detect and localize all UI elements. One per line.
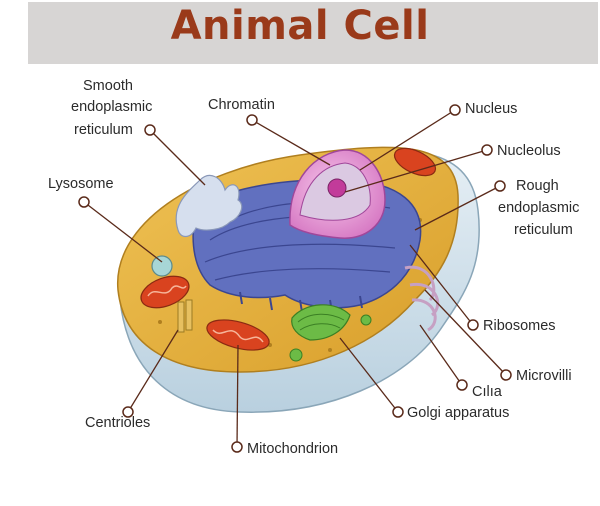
mitochondria-shapes: [140, 147, 437, 351]
label-centrioles: Centrioles: [85, 415, 150, 431]
label-lysosome: Lysosome: [48, 176, 114, 192]
label-rough-er-line1: Rough: [516, 178, 559, 194]
label-nucleus: Nucleus: [465, 101, 517, 117]
label-golgi: Golgi apparatus: [407, 405, 509, 421]
label-smooth-er-line2: endoplasmic: [71, 99, 152, 115]
lysosome-shape: [151, 255, 173, 277]
golgi-shape: [289, 304, 372, 362]
label-smooth-er-line1: Smooth: [83, 78, 133, 94]
label-chromatin: Chromatin: [208, 97, 275, 113]
leader-lines: [83, 109, 507, 448]
label-microvilli: Microvilli: [516, 368, 572, 384]
nucleus-shape: [289, 149, 386, 239]
centrioles-shape: [177, 299, 193, 333]
label-cilia: Cılıa: [472, 384, 503, 400]
labels: Smooth endoplasmic reticulum Chromatin N…: [48, 78, 579, 457]
label-rough-er-line3: reticulum: [514, 222, 573, 238]
label-nucleolus: Nucleolus: [497, 143, 561, 159]
leader-endpoints: [78, 104, 512, 453]
label-ribosomes: Ribosomes: [483, 318, 556, 334]
title-banner: [28, 2, 598, 64]
label-smooth-er-line3: reticulum: [74, 122, 133, 138]
label-rough-er-line2: endoplasmic: [498, 200, 579, 216]
label-mitochondrion: Mitochondrion: [247, 441, 338, 457]
page-title: Animal Cell: [170, 3, 430, 49]
